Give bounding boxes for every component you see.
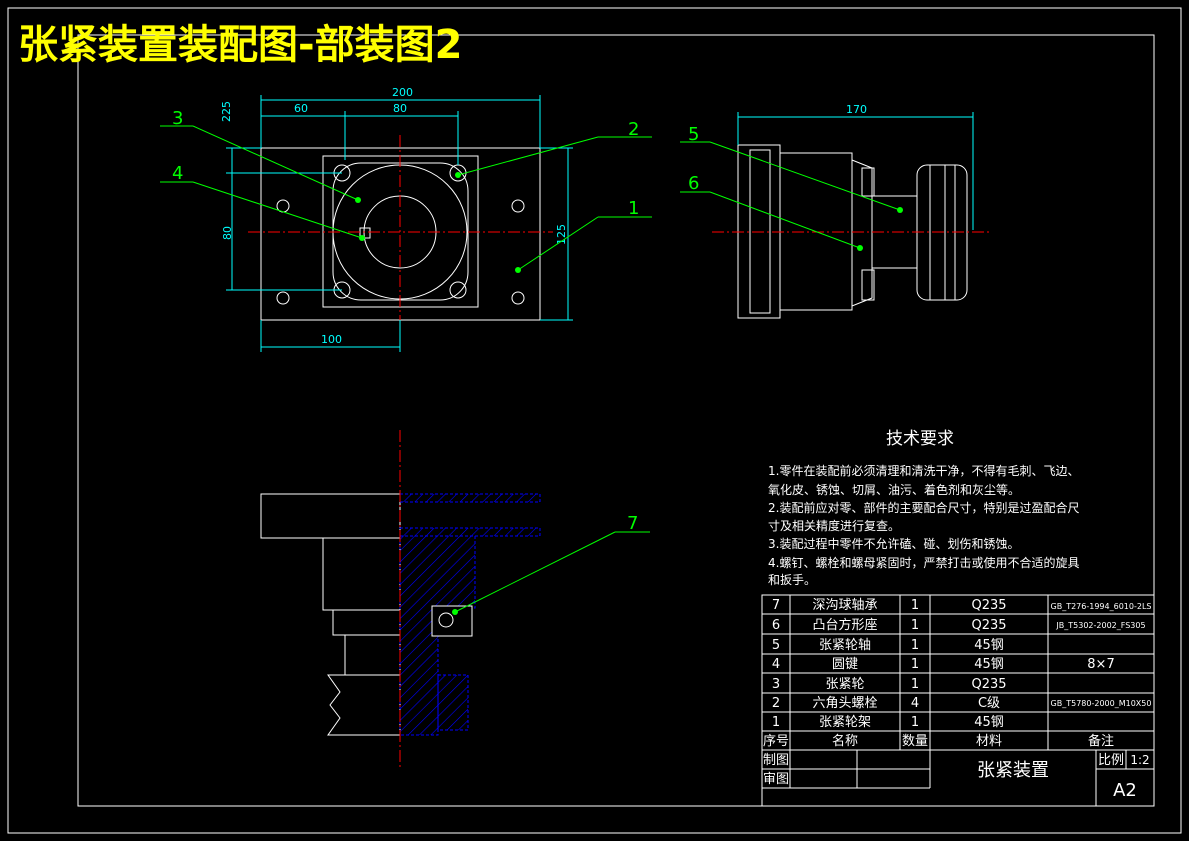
check-label: 审图 (763, 772, 789, 787)
balloon-6: 6 (688, 173, 699, 194)
dim-170: 170 (846, 103, 867, 116)
bom-cell-remark: GB_T5780-2000_M10X50 (1051, 699, 1152, 708)
tech-line: 氧化皮、锈蚀、切屑、油污、着色剂和灰尘等。 (768, 482, 1020, 497)
bom-cell-remark: JB_T5302-2002_FS305 (1055, 621, 1145, 630)
sheet-title: 张紧装置装配图-部装图2 (18, 22, 462, 68)
bom-cell-name: 张紧轮 (825, 677, 864, 692)
bom-header-qty: 数量 (902, 734, 928, 749)
bom-cell-qty: 1 (911, 715, 919, 730)
side-view (737, 144, 968, 319)
bom-cell-name: 张紧轮轴 (819, 638, 871, 653)
balloon-1: 1 (628, 198, 639, 219)
bom-cell-qty: 1 (911, 677, 919, 692)
bom-rows: 7 深沟球轴承 1 Q235 GB_T276-1994_6010-2LS 6 凸… (763, 598, 1151, 749)
bom-cell-name: 六角头螺栓 (812, 696, 877, 711)
section-view (260, 493, 401, 736)
bom-cell-no: 3 (772, 677, 780, 692)
bom-cell-material: 45钢 (974, 638, 1004, 653)
assembly-name: 张紧装置 (977, 760, 1049, 781)
balloon-4: 4 (172, 163, 183, 184)
dim-225: 225 (220, 101, 233, 122)
bom-header-name: 名称 (832, 733, 858, 749)
bom-cell-qty: 1 (911, 638, 919, 653)
title-block: 制图 审图 张紧装置 比例 1:2 A2 (763, 753, 1150, 801)
dim-80-vertical: 80 (221, 226, 234, 240)
bom-cell-material: 45钢 (974, 715, 1004, 730)
outer-frame (7, 7, 1182, 834)
draw-label: 制图 (763, 753, 789, 768)
bom-cell-no: 7 (772, 598, 780, 613)
dim-100: 100 (321, 333, 342, 346)
balloon-7: 7 (627, 513, 638, 534)
section-hatched (399, 493, 541, 736)
balloon-labels: 3 4 2 1 5 6 7 (172, 108, 699, 534)
bom-cell-remark: GB_T276-1994_6010-2LS (1051, 602, 1152, 611)
balloon-2: 2 (628, 119, 639, 140)
bom-cell-no: 6 (772, 618, 780, 633)
tech-lines: 1.零件在装配前必须清理和清洗干净，不得有毛刺、飞边、 氧化皮、锈蚀、切屑、油污… (768, 463, 1079, 587)
tech-line: 寸及相关精度进行复查。 (768, 518, 900, 533)
side-dimensions (737, 112, 974, 230)
tech-line: 4.螺钉、螺栓和螺母紧固时，严禁打击或使用不合适的旋具 (768, 555, 1079, 570)
scale-value: 1:2 (1130, 753, 1149, 767)
bom-header-material: 材料 (976, 734, 1002, 749)
balloon-5: 5 (688, 124, 699, 145)
tech-line: 2.装配前应对零、部件的主要配合尺寸，特别是过盈配合尺 (768, 500, 1079, 515)
bom-cell-remark: 8×7 (1087, 657, 1114, 672)
bom-cell-qty: 1 (911, 657, 919, 672)
bom-cell-name: 张紧轮架 (819, 715, 871, 730)
balloon-3: 3 (172, 108, 183, 129)
bom-cell-qty: 4 (911, 696, 919, 711)
sheet-size: A2 (1113, 780, 1137, 801)
bom-cell-material: C级 (978, 696, 1000, 711)
dim-200: 200 (392, 86, 413, 99)
bom-cell-name: 圆键 (832, 657, 858, 672)
bom-cell-material: 45钢 (974, 657, 1004, 672)
bom-header-remark: 备注 (1088, 733, 1114, 749)
dim-80: 80 (393, 102, 407, 115)
bom-cell-material: Q235 (971, 618, 1006, 633)
bom-cell-name: 凸台方形座 (812, 617, 877, 633)
tech-line: 1.零件在装配前必须清理和清洗干净，不得有毛刺、飞边、 (768, 463, 1079, 478)
leader-dots (355, 172, 903, 615)
dim-60: 60 (294, 102, 308, 115)
tech-line: 3.装配过程中零件不允许磕、碰、划伤和锈蚀。 (768, 536, 1019, 551)
front-view (260, 147, 541, 321)
front-dim-labels: 200 60 80 225 80 125 100 (220, 86, 568, 346)
bom-cell-no: 5 (772, 638, 780, 653)
scale-label: 比例 (1098, 753, 1124, 768)
front-dimensions (226, 95, 573, 352)
bom-cell-no: 4 (772, 657, 780, 672)
bom-cell-no: 1 (772, 715, 780, 730)
tech-line: 和扳手。 (768, 573, 816, 587)
bom-grid (761, 594, 1155, 807)
leader-lines (160, 125, 901, 613)
front-centerlines (248, 135, 553, 345)
bom-cell-qty: 1 (911, 618, 919, 633)
dim-125: 125 (555, 224, 568, 245)
bom-cell-no: 2 (772, 696, 780, 711)
tech-heading: 技术要求 (886, 429, 954, 449)
bom-cell-material: Q235 (971, 598, 1006, 613)
bom-cell-material: Q235 (971, 677, 1006, 692)
bom-header-no: 序号 (763, 734, 789, 749)
inner-frame (77, 34, 1155, 807)
bom-cell-name: 深沟球轴承 (812, 598, 877, 613)
bom-cell-qty: 1 (911, 598, 919, 613)
